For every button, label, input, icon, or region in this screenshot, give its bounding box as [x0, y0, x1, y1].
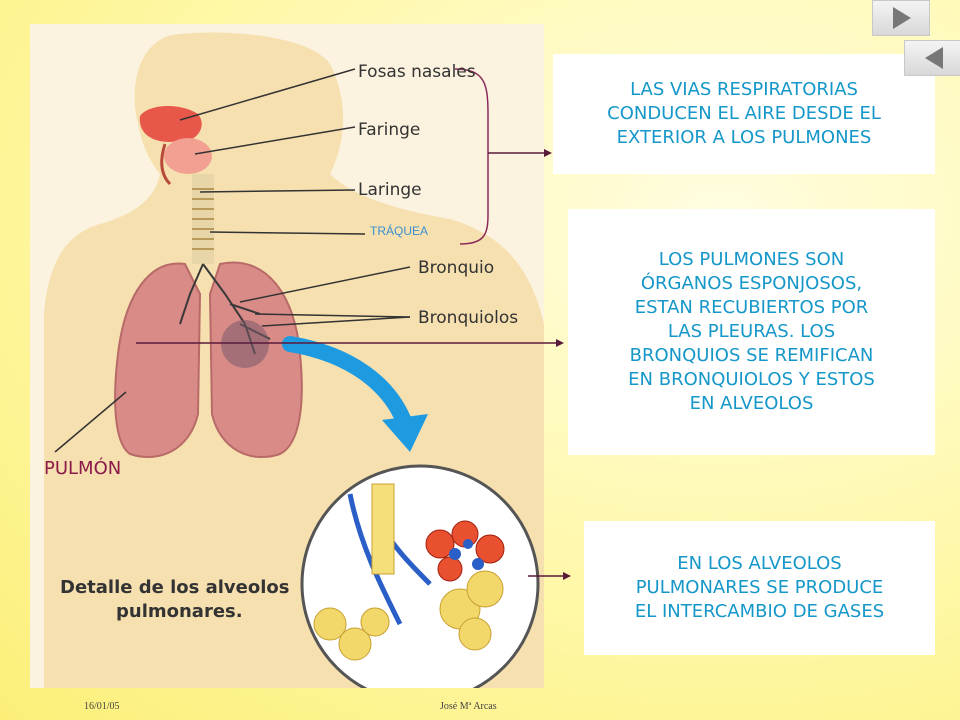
box-line: EN ALVEOLOS	[689, 393, 814, 414]
label-traquea: TRÁQUEA	[370, 224, 429, 238]
footer-date: 16/01/05	[84, 701, 120, 712]
previous-slide-button[interactable]	[904, 40, 960, 76]
box-line: CONDUCEN EL AIRE DESDE EL	[607, 103, 881, 124]
next-slide-button[interactable]	[872, 0, 930, 36]
footer-author: José Mª Arcas	[440, 701, 497, 712]
label-laringe: Laringe	[358, 180, 422, 200]
box-line: EN BRONQUIOLOS Y ESTOS	[628, 369, 875, 390]
box-line: EL INTERCAMBIO DE GASES	[634, 601, 885, 622]
box-line: BRONQUIOS SE REMIFICAN	[629, 345, 874, 366]
label-fosas-nasales: Fosas nasales	[358, 62, 476, 82]
box-line: PULMONARES SE PRODUCE	[635, 577, 884, 598]
info-box-vias-respiratorias: LAS VIAS RESPIRATORIAS CONDUCEN EL AIRE …	[553, 54, 935, 174]
play-right-icon	[893, 7, 911, 29]
label-bronquiolos: Bronquiolos	[418, 308, 519, 328]
box-line: ÓRGANOS ESPONJOSOS,	[640, 273, 863, 294]
caption-line: Detalle de los alveolos	[60, 577, 290, 598]
caption-line: pulmonares.	[116, 601, 243, 622]
box-line: LAS VIAS RESPIRATORIAS	[630, 79, 858, 100]
play-left-icon	[925, 47, 943, 69]
info-box-alveolos: EN LOS ALVEOLOS PULMONARES SE PRODUCE EL…	[584, 521, 935, 655]
box-line: EN LOS ALVEOLOS	[677, 553, 842, 574]
box-line: LAS PLEURAS. LOS	[667, 321, 836, 342]
box-line: EXTERIOR A LOS PULMONES	[616, 127, 872, 148]
label-bronquio: Bronquio	[418, 258, 495, 278]
alveoli-caption: Detalle de los alveolos pulmonares.	[60, 576, 289, 624]
info-box-pulmones: LOS PULMONES SON ÓRGANOS ESPONJOSOS, EST…	[568, 209, 935, 455]
respiratory-system-illustration: Fosas nasales Faringe Laringe TRÁQUEA Br…	[30, 24, 544, 688]
box-line: ESTAN RECUBIERTOS POR	[634, 297, 869, 318]
label-pulmon: PULMÓN	[44, 458, 122, 479]
label-faringe: Faringe	[358, 120, 421, 140]
anatomy-drawing	[44, 32, 544, 688]
box-line: LOS PULMONES SON	[658, 249, 845, 270]
